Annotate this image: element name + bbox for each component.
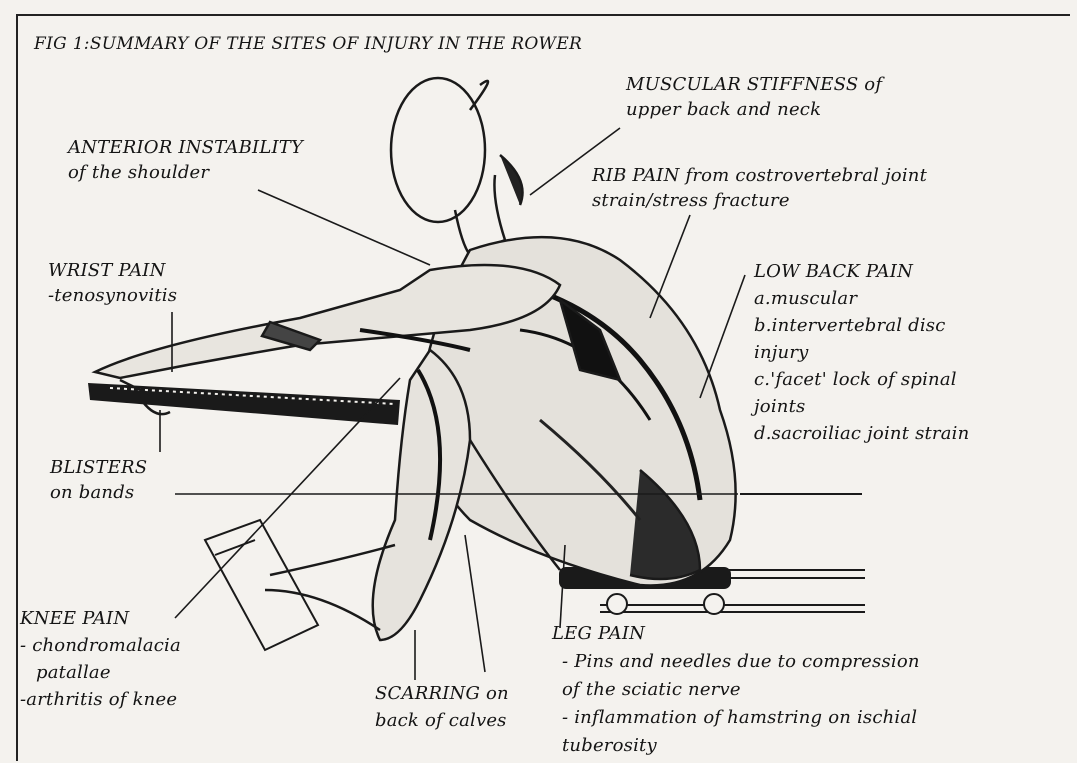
label-item: a.muscular: [754, 285, 969, 312]
label-wrist-pain: WRIST PAIN -tenosynovitis: [48, 258, 177, 308]
label-line: patallae: [20, 659, 181, 686]
label-item: tuberosity: [552, 732, 920, 760]
label-knee-pain: KNEE PAIN - chondromalacia patallae -art…: [20, 605, 181, 713]
footboard: [205, 520, 318, 650]
oar-handle: [88, 383, 400, 425]
label-anterior-instability: ANTERIOR INSTABILITY of the shoulder: [68, 135, 303, 185]
label-item: injury: [754, 339, 969, 366]
label-scarring: SCARRING on back of calves: [375, 680, 509, 734]
seat-wheel-back: [704, 594, 724, 614]
label-line: on bands: [50, 480, 147, 505]
label-line: -arthritis of knee: [20, 686, 181, 713]
label-item: b.intervertebral disc: [754, 312, 969, 339]
label-line: SCARRING on: [375, 680, 509, 707]
label-line: of the shoulder: [68, 160, 303, 185]
label-low-back-pain: LOW BACK PAIN a.muscular b.intervertebra…: [754, 258, 969, 447]
label-line: MUSCULAR STIFFNESS of: [626, 72, 882, 97]
leader-scarring-2: [465, 535, 485, 672]
label-item: - inflammation of hamstring on ischial: [552, 704, 920, 732]
seat-wheel-front: [607, 594, 627, 614]
label-muscular-stiffness: MUSCULAR STIFFNESS of upper back and nec…: [626, 72, 882, 122]
label-line: back of calves: [375, 707, 509, 734]
label-line: RIB PAIN from costrovertebral joint: [592, 163, 927, 188]
label-item: of the sciatic nerve: [552, 676, 920, 704]
leader-low-back-pain: [700, 275, 745, 398]
label-line: -tenosynovitis: [48, 283, 177, 308]
figure-caption: FIG 1:SUMMARY OF THE SITES OF INJURY IN …: [34, 32, 582, 57]
label-line: WRIST PAIN: [48, 258, 177, 283]
label-item: c.'facet' lock of spinal: [754, 366, 969, 393]
label-line: strain/stress fracture: [592, 188, 927, 213]
rower-head: [391, 78, 523, 255]
label-line: upper back and neck: [626, 97, 882, 122]
label-line: KNEE PAIN: [20, 605, 181, 632]
label-line: - chondromalacia: [20, 632, 181, 659]
label-item: d.sacroiliac joint strain: [754, 420, 969, 447]
label-leg-pain: LEG PAIN - Pins and needles due to compr…: [552, 620, 920, 760]
label-title: LEG PAIN: [552, 620, 920, 648]
label-item: - Pins and needles due to compression: [552, 648, 920, 676]
label-blisters: BLISTERS on bands: [50, 455, 147, 505]
label-title: LOW BACK PAIN: [754, 258, 969, 285]
label-line: ANTERIOR INSTABILITY: [68, 135, 303, 160]
leader-rib-pain: [650, 215, 690, 318]
label-line: BLISTERS: [50, 455, 147, 480]
label-rib-pain: RIB PAIN from costrovertebral joint stra…: [592, 163, 927, 213]
label-item: joints: [754, 393, 969, 420]
